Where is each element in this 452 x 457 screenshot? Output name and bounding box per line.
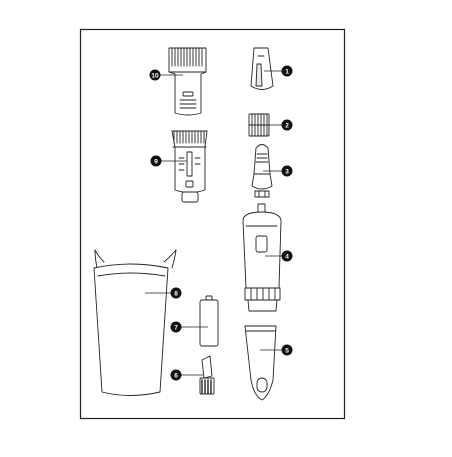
callout-number: 2 [285, 122, 289, 129]
callout-8: 8 [170, 287, 182, 299]
callout-number: 4 [285, 253, 289, 260]
callout-7: 7 [170, 321, 182, 333]
callout-3: 3 [281, 165, 293, 177]
callout-4: 4 [281, 250, 293, 262]
leader-lines [145, 70, 284, 376]
callout-2: 2 [281, 119, 293, 131]
battery-illustration [199, 295, 219, 347]
callout-number: 9 [154, 158, 158, 165]
callout-number: 6 [174, 372, 178, 379]
callout-9: 9 [150, 155, 162, 167]
callout-number: 8 [174, 290, 178, 297]
callout-1: 1 [281, 65, 293, 77]
storage-pouch-illustration [93, 249, 177, 396]
callout-number: 7 [174, 324, 178, 331]
callout-number: 3 [285, 168, 289, 175]
adjustable-comb-base-illustration [171, 130, 208, 203]
nose-trimmer-head-illustration [251, 144, 273, 198]
callout-6: 6 [170, 369, 182, 381]
callout-number: 5 [285, 347, 289, 354]
callout-10: 10 [149, 69, 161, 81]
handle-body-illustration [242, 203, 282, 312]
comb-attachment-illustration [168, 47, 207, 116]
callout-number: 1 [285, 68, 289, 75]
bottom-cap-illustration [244, 325, 277, 401]
cleaning-brush-illustration [199, 355, 215, 395]
callout-5: 5 [281, 344, 293, 356]
trimmer-cap-illustration [250, 47, 274, 90]
callout-number: 10 [151, 72, 159, 79]
